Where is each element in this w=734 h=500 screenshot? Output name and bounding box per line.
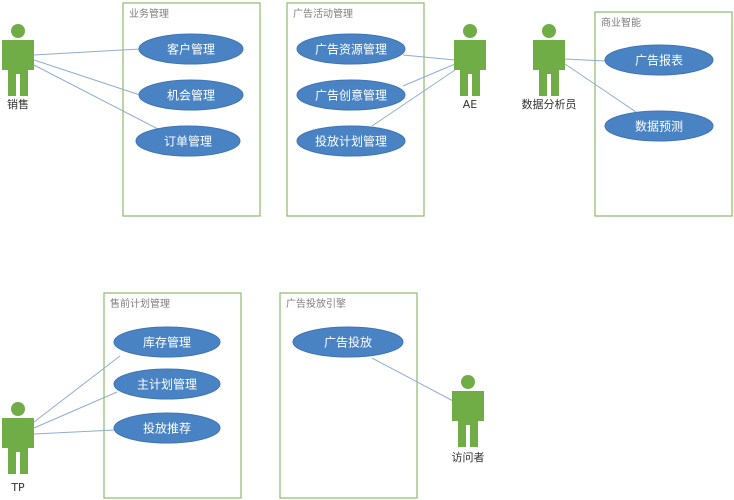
system-boundary-engine: 广告投放引擎 bbox=[279, 292, 418, 499]
associations bbox=[33, 48, 637, 435]
association-line bbox=[564, 58, 606, 62]
use-case-label: 客户管理 bbox=[167, 42, 215, 57]
use-case-ad-creative[interactable]: 广告创意管理 bbox=[296, 79, 406, 111]
actor-visitor[interactable]: 访问者 bbox=[452, 375, 485, 464]
association-line bbox=[402, 63, 456, 87]
actor-data-analyst[interactable]: 数据分析员 bbox=[522, 24, 577, 111]
use-case-label: 投放计划管理 bbox=[315, 134, 387, 149]
use-case-ad-report[interactable]: 广告报表 bbox=[604, 44, 714, 76]
use-case-label: 数据预测 bbox=[635, 119, 683, 134]
system-boundary-ad-activity: 广告活动管理 bbox=[286, 2, 425, 217]
association-line bbox=[564, 63, 637, 113]
use-case-label: 广告创意管理 bbox=[315, 88, 387, 103]
use-case-master-plan[interactable]: 主计划管理 bbox=[113, 368, 221, 400]
use-case-order[interactable]: 订单管理 bbox=[135, 125, 241, 157]
actor-label: AE bbox=[463, 98, 478, 111]
boundary-title: 商业智能 bbox=[601, 16, 641, 29]
use-case-label: 广告报表 bbox=[635, 53, 683, 68]
use-case-placement-plan[interactable]: 投放计划管理 bbox=[296, 125, 406, 157]
actor-label: 数据分析员 bbox=[522, 97, 577, 111]
use-case-opportunity[interactable]: 机会管理 bbox=[138, 79, 244, 111]
boundary-title: 广告活动管理 bbox=[293, 7, 353, 20]
actor-sales[interactable]: 销售 bbox=[2, 24, 34, 111]
association-line bbox=[371, 357, 456, 403]
boundary-title: 业务管理 bbox=[129, 7, 169, 20]
use-case-label: 投放推荐 bbox=[143, 421, 191, 436]
use-case-inventory[interactable]: 库存管理 bbox=[113, 326, 221, 358]
use-case-label: 机会管理 bbox=[167, 88, 215, 103]
use-case-data-forecast[interactable]: 数据预测 bbox=[604, 110, 714, 142]
actor-tp[interactable]: TP bbox=[2, 402, 34, 494]
use-case-label: 主计划管理 bbox=[137, 377, 197, 392]
actor-label: TP bbox=[10, 481, 25, 494]
use-case-label: 订单管理 bbox=[164, 134, 212, 149]
association-line bbox=[33, 64, 159, 130]
use-case-label: 广告资源管理 bbox=[315, 42, 387, 57]
boundary-title: 广告投放引擎 bbox=[286, 297, 346, 310]
use-case-placement-recommend[interactable]: 投放推荐 bbox=[113, 412, 221, 444]
association-line bbox=[33, 59, 141, 96]
boundary-title: 售前计划管理 bbox=[110, 297, 170, 310]
actor-figure-icon bbox=[533, 24, 565, 96]
actor-figure-icon bbox=[454, 24, 486, 96]
actor-figure-icon bbox=[2, 402, 34, 474]
actor-figure-icon bbox=[452, 375, 484, 447]
actor-label: 销售 bbox=[7, 97, 29, 111]
use-case-label: 库存管理 bbox=[143, 335, 191, 350]
actor-ae[interactable]: AE bbox=[454, 24, 486, 111]
association-line bbox=[33, 429, 116, 435]
use-case-label: 广告投放 bbox=[324, 335, 372, 350]
use-case-customer[interactable]: 客户管理 bbox=[138, 33, 244, 65]
association-line bbox=[371, 69, 456, 127]
association-line bbox=[33, 391, 118, 429]
use-case-ad-placement[interactable]: 广告投放 bbox=[292, 326, 404, 358]
actor-label: 访问者 bbox=[452, 451, 485, 464]
association-line bbox=[33, 355, 121, 423]
actor-figure-icon bbox=[2, 24, 34, 96]
use-case-ad-resource[interactable]: 广告资源管理 bbox=[296, 33, 406, 65]
association-line bbox=[402, 54, 456, 61]
association-line bbox=[33, 48, 141, 56]
